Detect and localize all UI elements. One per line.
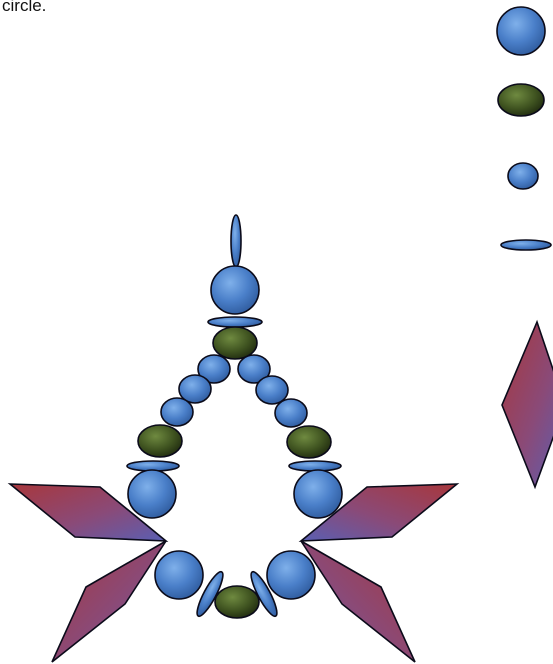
bottom-olive-oval-bead <box>215 586 259 618</box>
left-lower-diamond-bead <box>52 541 166 662</box>
right-lower-diamond-bead <box>301 541 415 662</box>
top-large-round-bead <box>211 266 259 314</box>
legend-small-round-bead <box>508 163 538 189</box>
legend-flat-disc-bead <box>501 240 551 250</box>
top-flat-disc-bead <box>231 215 241 267</box>
right-small-round-bead-3 <box>275 399 307 427</box>
right-large-round-bead <box>294 470 342 518</box>
left-olive-oval-bead <box>138 425 182 457</box>
right-olive-oval-bead <box>287 426 331 458</box>
left-small-round-bead-3 <box>161 398 193 426</box>
legend-diamond-bead <box>502 322 553 487</box>
bottom-left-large-round-bead <box>155 551 203 599</box>
top-flat-disc-bead-2 <box>208 317 262 327</box>
legend-large-round-bead <box>497 7 545 55</box>
left-large-round-bead <box>128 470 176 518</box>
right-small-round-bead-2 <box>256 376 288 404</box>
bottom-right-large-round-bead <box>267 551 315 599</box>
top-olive-oval-bead <box>213 327 257 359</box>
legend-olive-oval-bead <box>498 84 544 116</box>
